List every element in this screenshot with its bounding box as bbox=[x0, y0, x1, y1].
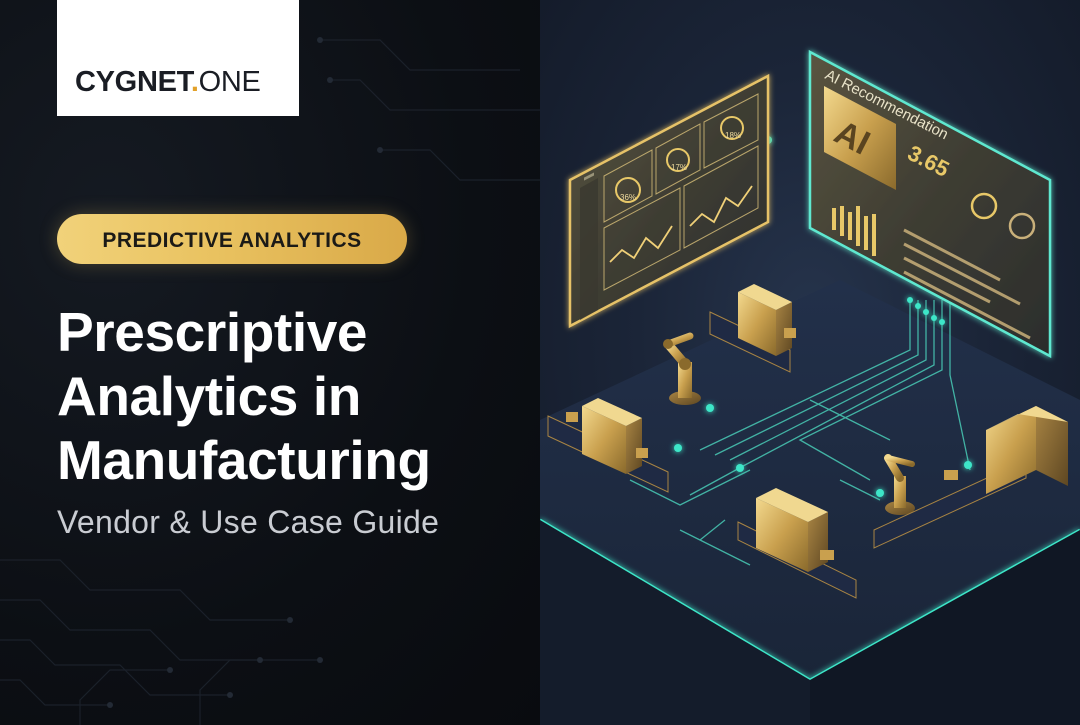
title-line-1: Prescriptive bbox=[57, 301, 368, 363]
title-line-3: Manufacturing bbox=[57, 429, 431, 491]
left-dashboard-panel: 36% 17% 18% bbox=[568, 73, 770, 329]
readout-2: 17% bbox=[671, 163, 687, 172]
logo-dot: . bbox=[190, 66, 199, 98]
robot-arm-left bbox=[663, 332, 701, 405]
title-line-2: Analytics in bbox=[57, 365, 361, 427]
machine-right bbox=[873, 406, 1068, 549]
category-badge: PREDICTIVE ANALYTICS bbox=[57, 214, 407, 264]
readout-3: 18% bbox=[725, 131, 741, 140]
readout-1: 36% bbox=[620, 193, 636, 202]
floor-platform bbox=[540, 280, 1080, 725]
page-subtitle: Vendor & Use Case Guide bbox=[57, 504, 440, 540]
logo-suffix: ONE bbox=[198, 66, 261, 98]
category-badge-label: PREDICTIVE ANALYTICS bbox=[102, 229, 362, 252]
factory-illustration: 36% 17% 18% AI Recommendation AI 3.65 bbox=[540, 49, 1080, 725]
logo-main: CYGNET bbox=[75, 66, 191, 98]
page-title: Prescriptive Analytics in Manufacturing bbox=[57, 300, 527, 492]
machine-left bbox=[547, 398, 669, 493]
right-panel: 36% 17% 18% AI Recommendation AI 3.65 bbox=[540, 0, 1080, 725]
machine-top bbox=[709, 284, 796, 373]
brand-logo: CYGNET.ONE bbox=[75, 68, 261, 97]
circuit-pattern-decoration bbox=[0, 37, 540, 725]
machine-center bbox=[737, 488, 857, 599]
left-panel: CYGNET.ONE PREDICTIVE ANALYTICS Prescrip… bbox=[0, 0, 540, 725]
logo-box: CYGNET.ONE bbox=[57, 0, 299, 116]
data-connection-lines bbox=[629, 300, 971, 566]
robot-arm-right bbox=[884, 454, 915, 515]
